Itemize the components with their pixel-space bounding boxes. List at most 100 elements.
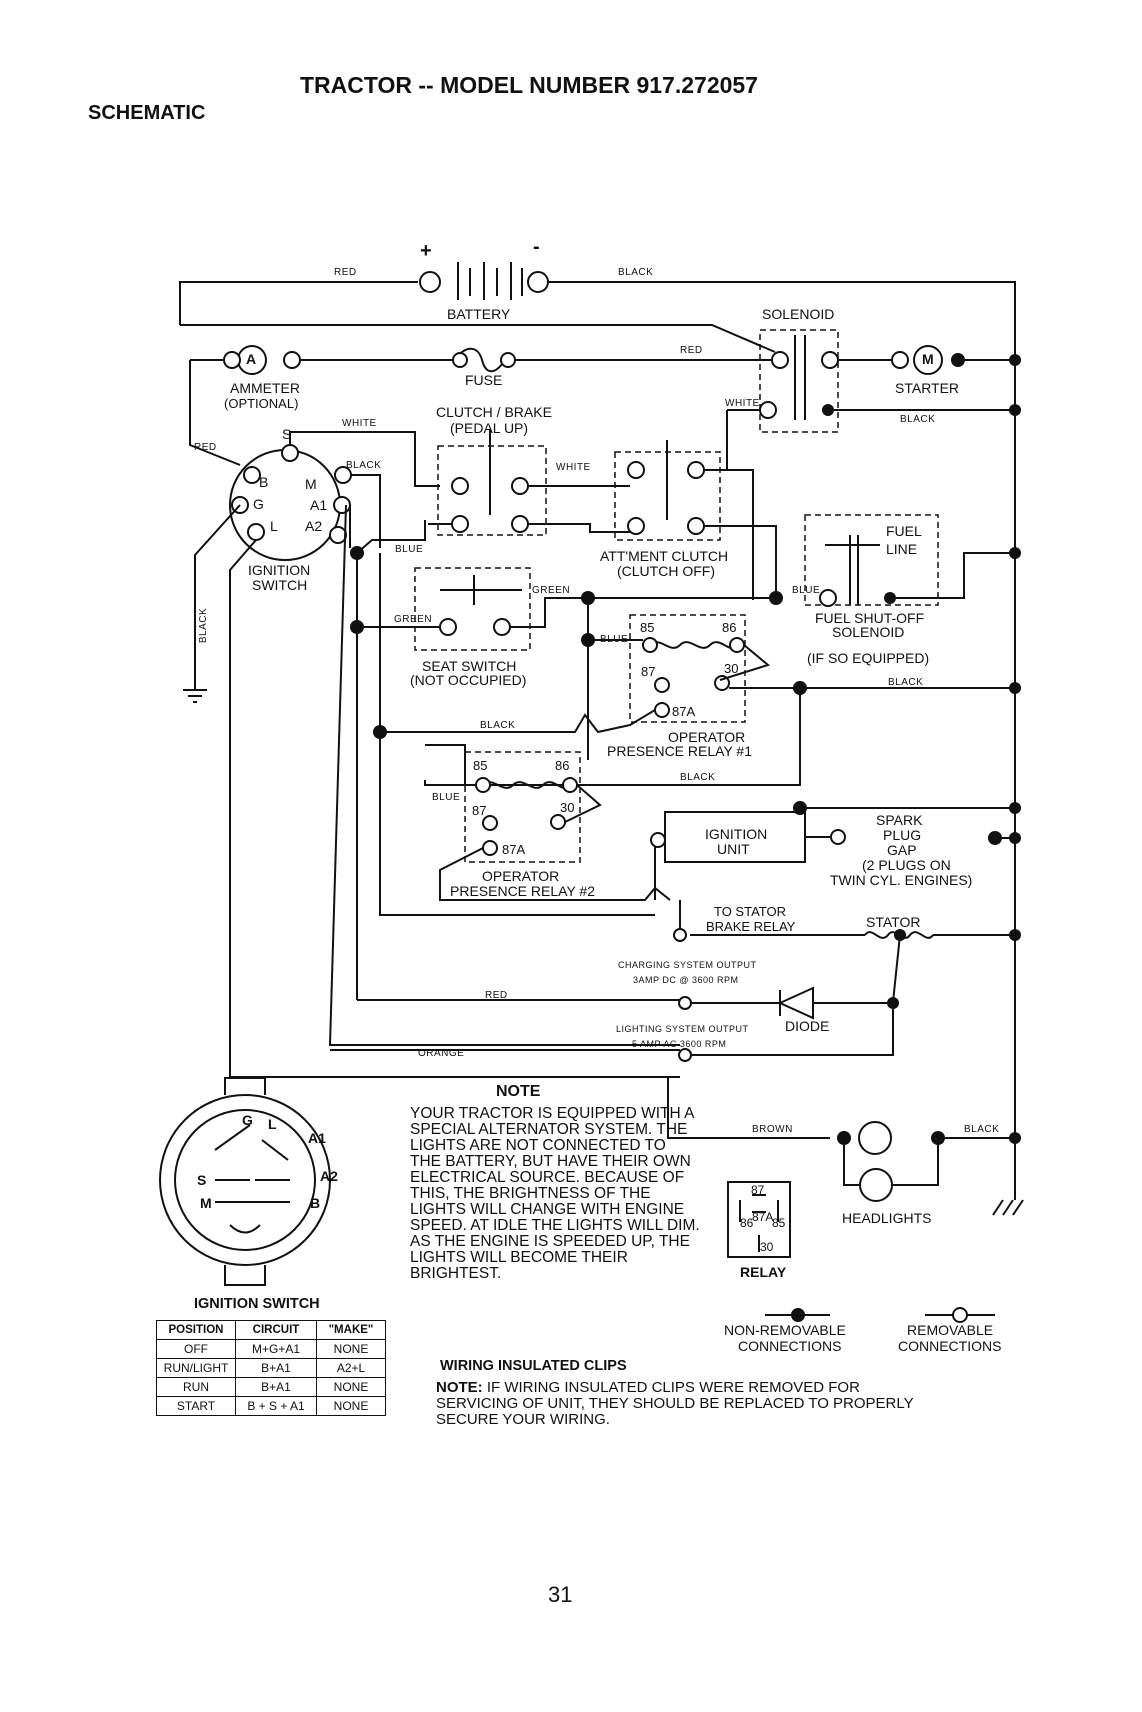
relay1-pin-86: 86 <box>722 620 737 635</box>
relay2-label: OPERATOR <box>482 868 560 884</box>
ground-icon <box>183 689 207 703</box>
charging-output-label: CHARGING SYSTEM OUTPUT <box>618 960 757 970</box>
cell-make: NONE <box>316 1396 386 1416</box>
header-circuit: CIRCUIT <box>235 1320 317 1340</box>
switch-letter-a2: A2 <box>320 1168 338 1184</box>
relay1-pin-30: 30 <box>724 661 739 676</box>
cell-make: NONE <box>316 1377 386 1397</box>
ignition-unit-label-2: UNIT <box>717 841 750 857</box>
cell-circuit: M+G+A1 <box>235 1339 317 1359</box>
relay1-pin-87: 87 <box>641 664 656 679</box>
cell-circuit: B+A1 <box>235 1358 317 1378</box>
battery-plus-sign: + <box>420 240 432 262</box>
fuel-line-label: FUEL <box>886 523 922 539</box>
legend-non-removable-2: CONNECTIONS <box>738 1338 842 1354</box>
fuse-icon <box>454 347 506 373</box>
relay2-label-2: PRESENCE RELAY #2 <box>450 883 595 899</box>
starter-symbol: M <box>922 351 934 367</box>
headlights-label: HEADLIGHTS <box>842 1210 932 1226</box>
relay1-pin-85: 85 <box>640 620 655 635</box>
battery-cells-icon <box>457 262 523 300</box>
wire-label-green: GREEN <box>394 614 433 625</box>
relay2-pin-30: 30 <box>560 800 575 815</box>
cell-make: NONE <box>316 1339 386 1359</box>
section-heading: SCHEMATIC <box>88 102 206 124</box>
ammeter-symbol: A <box>246 351 257 367</box>
removable-connection-icon <box>952 1307 968 1323</box>
diode-label: DIODE <box>785 1018 830 1034</box>
ignition-switch-label-2: SWITCH <box>252 577 308 593</box>
wire-label-black: BLACK <box>618 267 654 278</box>
wire-label-blue: BLUE <box>395 544 424 555</box>
ignition-switch-label: IGNITION <box>248 562 311 578</box>
wire-label-white: WHITE <box>556 462 591 473</box>
cell-position: OFF <box>156 1339 236 1359</box>
switch-letter-s: S <box>197 1172 207 1188</box>
switch-letter-m: M <box>200 1195 212 1211</box>
clutch-brake-note: (PEDAL UP) <box>450 420 529 436</box>
starter-motor-icon <box>913 345 943 375</box>
relay-symbol-87: 87 <box>751 1183 765 1197</box>
headlight-2-icon <box>859 1168 893 1202</box>
terminal-a1: A1 <box>310 497 328 513</box>
headlight-1-icon <box>858 1121 892 1155</box>
relay-symbol-label: RELAY <box>740 1264 787 1280</box>
header-position: POSITION <box>156 1320 236 1340</box>
wire-label-red: RED <box>680 345 703 356</box>
attachment-clutch-box <box>614 451 721 541</box>
terminal-b: B <box>259 474 269 490</box>
wire-label-black: BLACK <box>900 414 936 425</box>
wire-label-blue: BLUE <box>792 585 821 596</box>
table-header-row: POSITION CIRCUIT "MAKE" <box>156 1320 386 1340</box>
lighting-output-label: LIGHTING SYSTEM OUTPUT <box>616 1024 749 1034</box>
solenoid-label: SOLENOID <box>762 306 835 322</box>
wiring-clips-note-label: NOTE: <box>436 1379 483 1396</box>
fuel-shutoff-label: FUEL SHUT-OFF <box>815 610 925 626</box>
ammeter-note: (OPTIONAL) <box>224 396 299 411</box>
wiring-clips-note: NOTE: IF WIRING INSULATED CLIPS WERE REM… <box>436 1380 936 1428</box>
fuel-shutoff-label-2: SOLENOID <box>832 624 905 640</box>
ignition-unit-label: IGNITION <box>705 826 768 842</box>
ammeter-label: AMMETER <box>230 380 300 396</box>
fuel-shutoff-label-3: (IF SO EQUIPPED) <box>807 650 930 666</box>
ignition-switch-table-title: IGNITION SWITCH <box>194 1296 320 1312</box>
relay2-pin-87: 87 <box>472 803 487 818</box>
wiring-clips-note-text: IF WIRING INSULATED CLIPS WERE REMOVED F… <box>436 1379 914 1428</box>
brake-relay-label: BRAKE RELAY <box>706 919 796 934</box>
spark-plug-label-2: PLUG <box>883 827 922 843</box>
attment-clutch-label: ATT'MENT CLUTCH <box>600 548 729 564</box>
battery-positive-terminal <box>419 271 441 293</box>
battery-minus-sign: - <box>533 236 540 258</box>
relay1-pin-87a: 87A <box>672 704 696 719</box>
cell-make: A2+L <box>316 1358 386 1378</box>
spark-plug-label-4: (2 PLUGS ON <box>862 857 951 873</box>
wire-label-black: BLACK <box>480 720 516 731</box>
charging-output-label-2: 3AMP DC @ 3600 RPM <box>633 975 739 985</box>
legend-removable-2: CONNECTIONS <box>898 1338 1002 1354</box>
relay-symbol-30: 30 <box>760 1240 774 1254</box>
relay-2-box <box>464 751 581 863</box>
note-title: NOTE <box>496 1083 541 1100</box>
relay-symbol-85: 85 <box>772 1216 786 1230</box>
stator-label: STATOR <box>866 914 921 930</box>
legend-removable: REMOVABLE <box>907 1322 994 1338</box>
seat-switch-box <box>414 567 531 651</box>
seat-switch-label: SEAT SWITCH <box>422 658 517 674</box>
wire-label-red: RED <box>485 990 508 1001</box>
spark-plug-label-3: GAP <box>887 842 917 858</box>
relay2-pin-87a: 87A <box>502 842 526 857</box>
clutch-brake-label: CLUTCH / BRAKE <box>436 404 552 420</box>
relay2-pin-86: 86 <box>555 758 570 773</box>
fuse-label: FUSE <box>465 372 503 388</box>
wire-label-black: BLACK <box>888 677 924 688</box>
wire-label-black: BLACK <box>964 1124 1000 1135</box>
switch-letter-b: B <box>310 1195 321 1211</box>
spark-plug-label: SPARK <box>876 812 923 828</box>
terminal-m: M <box>305 476 317 492</box>
relay-1-box <box>629 614 746 723</box>
wire-label-white: WHITE <box>725 398 760 409</box>
clutch-brake-box <box>437 445 547 536</box>
terminal-g: G <box>253 496 264 512</box>
cell-position: START <box>156 1396 236 1416</box>
wire-label-black: BLACK <box>346 460 382 471</box>
